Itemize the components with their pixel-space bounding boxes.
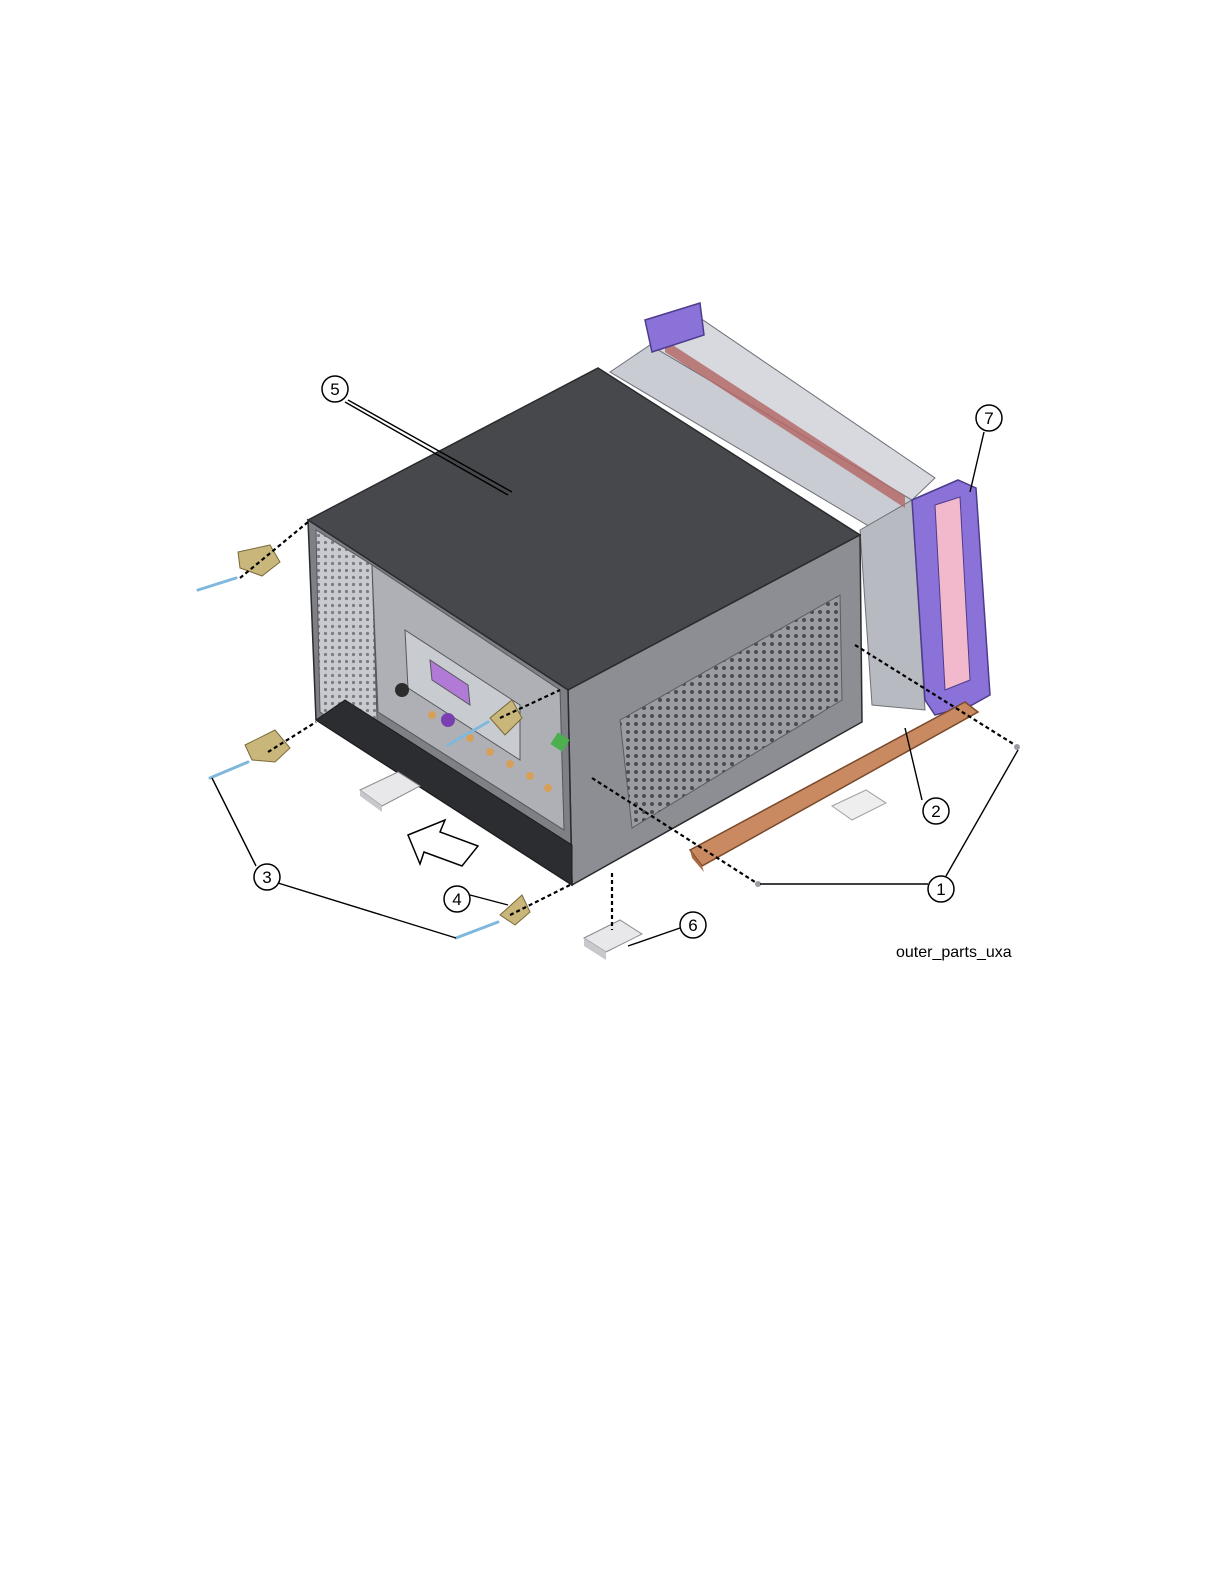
callout-2: 2 [923, 798, 949, 824]
callout-7: 7 [976, 405, 1002, 431]
callout-4: 4 [444, 886, 470, 912]
svg-text:2: 2 [931, 802, 940, 821]
callout-3: 3 [254, 864, 280, 890]
front-handle [912, 480, 990, 715]
figure-name: outer_parts_uxa [896, 944, 1012, 962]
svg-text:1: 1 [936, 880, 945, 899]
svg-text:6: 6 [688, 916, 697, 935]
svg-text:5: 5 [330, 380, 339, 399]
direction-arrow [408, 820, 478, 866]
svg-text:3: 3 [262, 868, 271, 887]
callout-1: 1 [928, 876, 954, 902]
rear-foot-mid [245, 730, 290, 762]
svg-text:4: 4 [452, 890, 461, 909]
bottom-foot-right [832, 790, 886, 820]
callout-6: 6 [680, 912, 706, 938]
callout-5: 5 [322, 376, 348, 402]
svg-text:7: 7 [984, 409, 993, 428]
rear-foot-bottom [500, 895, 530, 925]
